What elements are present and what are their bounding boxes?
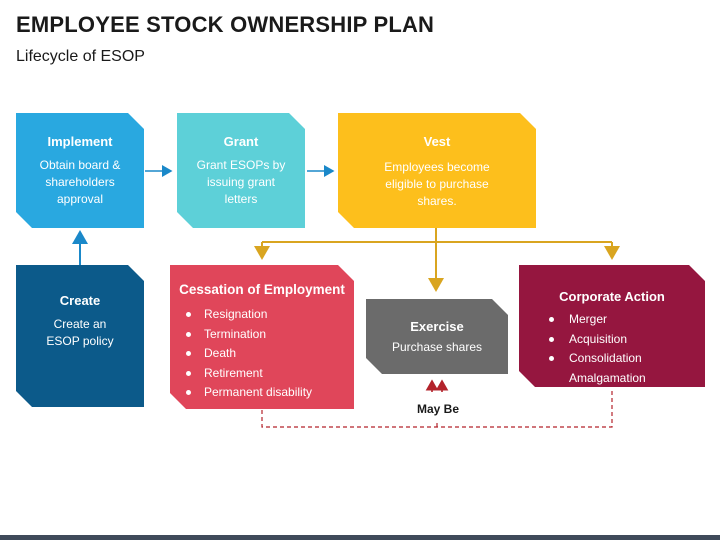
corporate-action-item: Consolidation	[519, 349, 705, 369]
cessation-item: Retirement	[170, 364, 354, 384]
bullet-icon	[549, 317, 554, 322]
vest-desc: Employees become eligible to purchase sh…	[384, 160, 490, 208]
maybe-up-arrows-icon	[425, 379, 449, 392]
cessation-item: Permanent disability	[170, 383, 354, 403]
cessation-title: Cessation of Employment	[179, 282, 345, 297]
create-box: Create Create an ESOP policy	[16, 265, 144, 407]
page-title: EMPLOYEE STOCK OWNERSHIP PLAN	[16, 12, 435, 37]
page-subtitle: Lifecycle of ESOP	[16, 48, 145, 65]
vest-branch-connector	[254, 228, 620, 292]
grant-title: Grant	[223, 134, 259, 149]
bullet-icon	[549, 337, 554, 342]
corporate-action-item: Merger	[519, 310, 705, 330]
create-desc: Create an ESOP policy	[46, 317, 114, 348]
bullet-icon	[186, 332, 191, 337]
corporate-action-title: Corporate Action	[559, 289, 665, 304]
create-title: Create	[59, 293, 101, 308]
corporate-action-list: Merger Acquisition Consolidation Amalgam…	[519, 310, 705, 388]
corporate-action-box: Corporate Action Merger Acquisition Cons…	[519, 265, 705, 387]
implement-desc: Obtain board & shareholders approval	[39, 158, 121, 206]
implement-title: Implement	[47, 134, 113, 149]
bullet-icon	[186, 390, 191, 395]
implement-box: Implement Obtain board & shareholders ap…	[16, 113, 144, 228]
exercise-title: Exercise	[410, 319, 464, 334]
bullet-icon	[186, 312, 191, 317]
vest-box: Vest Employees become eligible to purcha…	[338, 113, 536, 228]
bottom-bar	[0, 535, 720, 540]
cessation-list: Resignation Termination Death Retirement…	[170, 305, 354, 403]
cessation-item: Resignation	[170, 305, 354, 325]
cessation-box: Cessation of Employment Resignation Term…	[170, 265, 354, 409]
grant-box: Grant Grant ESOPs by issuing grant lette…	[177, 113, 305, 228]
maybe-dashed-connector	[261, 388, 613, 428]
corporate-action-item: Acquisition	[519, 330, 705, 350]
cessation-item: Termination	[170, 325, 354, 345]
exercise-box: Exercise Purchase shares	[366, 299, 508, 374]
vest-title: Vest	[423, 134, 451, 149]
corporate-action-item-extra: Amalgamation	[569, 370, 646, 385]
cessation-item: Death	[170, 344, 354, 364]
bullet-icon	[186, 351, 191, 356]
grant-desc: Grant ESOPs by issuing grant letters	[196, 158, 286, 206]
bullet-icon	[549, 356, 554, 361]
maybe-label: May Be	[416, 402, 460, 416]
exercise-desc: Purchase shares	[391, 340, 483, 354]
bullet-icon	[186, 371, 191, 376]
